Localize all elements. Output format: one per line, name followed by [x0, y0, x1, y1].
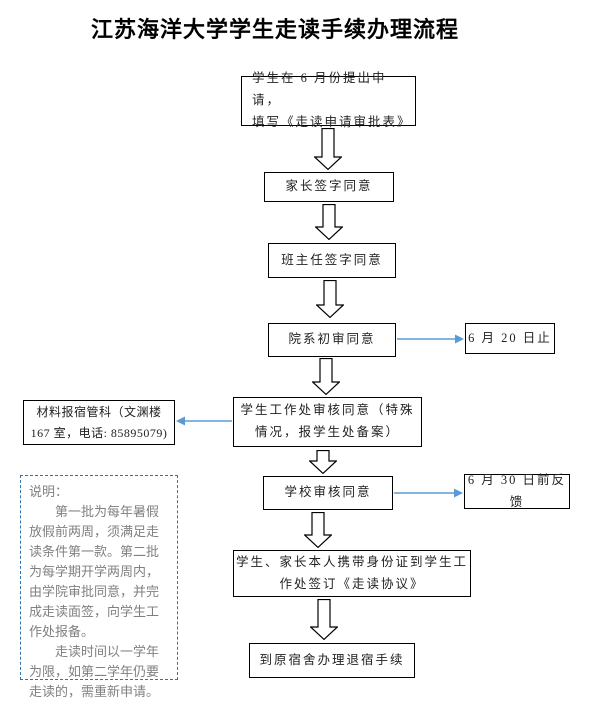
- deadline-june30-box: 6 月 30 日前反馈: [464, 473, 570, 509]
- down-block-arrow-icon: [314, 128, 342, 170]
- note-paragraph-2: 走读时间以一学年为限，如第二学年仍要走读的，需重新申请。: [29, 644, 160, 699]
- right-arrow-icon: [397, 334, 464, 344]
- materials-dorm-office-box: 材料报宿管科（文渊楼 167 室，电话: 85895079): [23, 400, 175, 445]
- down-block-arrow-icon: [310, 599, 338, 640]
- left-arrow-icon: [176, 416, 232, 426]
- note-box: 说明： 第一批为每年暑假放假前两周，须满足走读条件第一款。第二批为每学期开学两周…: [20, 475, 178, 699]
- right-arrow-icon: [394, 488, 463, 498]
- note-paragraph-1: 第一批为每年暑假放假前两周，须满足走读条件第一款。第二批为每学期开学两周内，由学…: [29, 504, 160, 639]
- deadline-june20-box: 6 月 20 日止: [465, 323, 555, 354]
- flow-step-office-review: 学生工作处审核同意（特殊 情况，报学生处备案）: [233, 397, 422, 447]
- page-title: 江苏海洋大学学生走读手续办理流程: [90, 17, 459, 42]
- flow-step-apply: 学生在 6 月份提出申请， 填写《走读申请审批表》: [241, 71, 416, 129]
- down-block-arrow-icon: [316, 280, 344, 318]
- down-block-arrow-icon: [315, 204, 343, 240]
- flow-step-checkout-dorm: 到原宿舍办理退宿手续: [249, 643, 415, 678]
- note-heading: 说明：: [29, 484, 69, 499]
- flow-step-dept-review: 院系初审同意: [268, 323, 396, 357]
- flow-step-teacher-sign: 班主任签字同意: [268, 243, 396, 278]
- flow-step-school-review: 学校审核同意: [263, 476, 393, 510]
- down-block-arrow-icon: [309, 450, 337, 474]
- flow-step-parent-sign: 家长签字同意: [264, 172, 394, 202]
- down-block-arrow-icon: [312, 358, 340, 395]
- down-block-arrow-icon: [304, 512, 332, 548]
- flow-step-sign-agreement: 学生、家长本人携带身份证到学生工 作处签订《走读协议》: [233, 550, 471, 597]
